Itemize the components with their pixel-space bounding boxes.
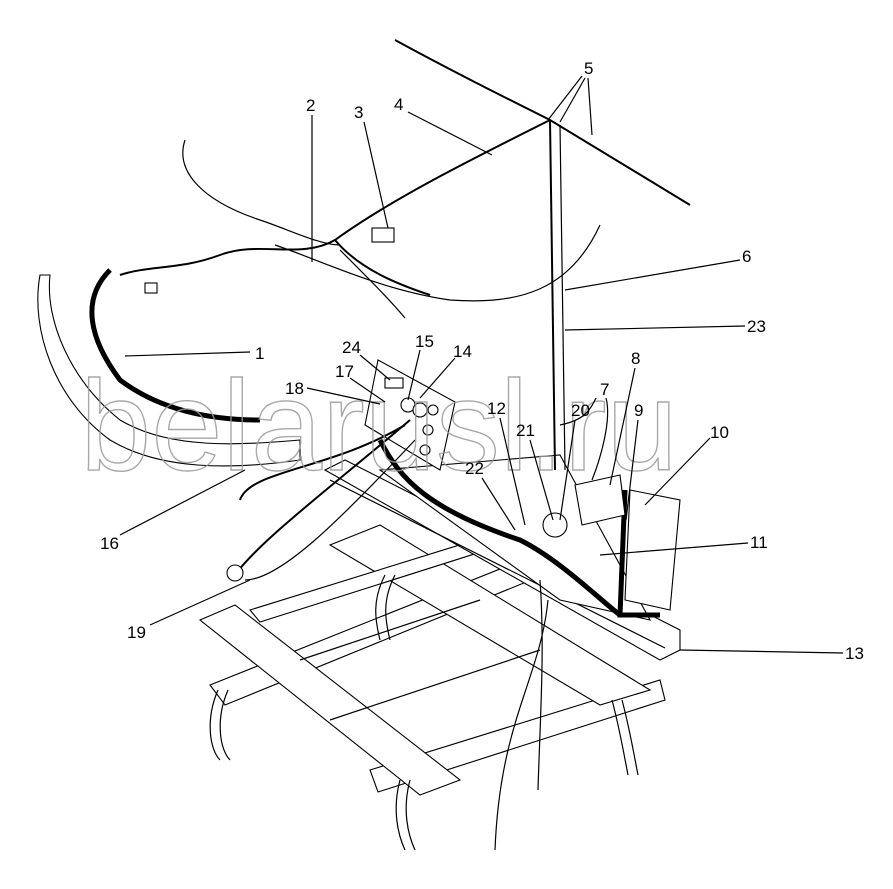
ground-cables (494, 579, 549, 851)
callout-19: 19 (127, 623, 146, 642)
callout-1: 1 (255, 344, 264, 363)
callout-24: 24 (342, 338, 361, 357)
callout-21: 21 (516, 421, 535, 440)
callout-11: 11 (750, 533, 768, 552)
callout-8: 8 (631, 349, 640, 368)
callout-6: 6 (742, 247, 751, 266)
callout-20: 20 (571, 401, 590, 420)
callout-22: 22 (465, 459, 484, 478)
callout-7: 7 (600, 380, 609, 399)
channel-rail (323, 459, 681, 661)
callout-labels: 1 2 3 4 5 6 7 8 9 10 11 12 13 14 15 16 1… (100, 59, 864, 663)
callout-14: 14 (453, 342, 472, 361)
connector-21 (542, 512, 568, 538)
callout-9: 9 (634, 401, 643, 420)
callout-16: 16 (100, 534, 119, 553)
leader-lines (119, 75, 844, 654)
front-harness (37, 268, 301, 467)
control-panel (364, 359, 456, 471)
callout-23: 23 (747, 317, 766, 336)
callout-10: 10 (710, 423, 729, 442)
callout-15: 15 (415, 332, 434, 351)
module-10 (624, 489, 681, 611)
watermark: belarusl.ru (80, 355, 678, 498)
callout-4: 4 (394, 95, 403, 114)
callout-12: 12 (487, 399, 506, 418)
callout-13: 13 (845, 644, 864, 663)
callout-3: 3 (354, 103, 363, 122)
hoses (226, 419, 660, 618)
roof-harness (119, 39, 691, 471)
callout-18: 18 (285, 379, 304, 398)
callout-17: 17 (335, 362, 354, 381)
module-8 (574, 474, 626, 526)
callout-5: 5 (584, 59, 593, 78)
callout-2: 2 (306, 96, 315, 115)
